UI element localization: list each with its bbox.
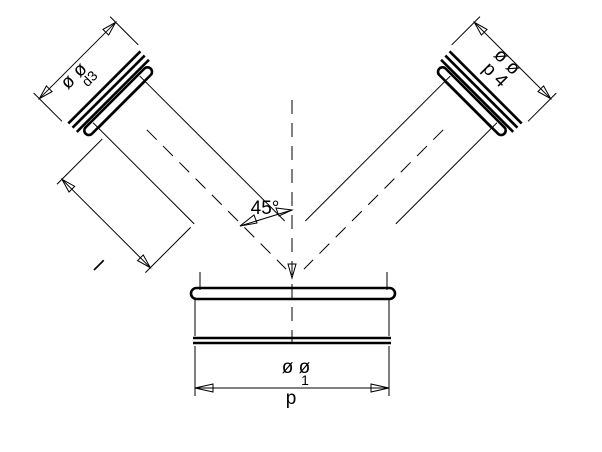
main-pipe-bead <box>189 286 397 301</box>
angle-marker <box>239 207 294 227</box>
left-branch-flange <box>67 50 154 137</box>
label-d1-phi: ø ø <box>282 357 311 378</box>
right-branch-edge-top <box>304 75 451 222</box>
label-angle: 45° <box>251 198 280 219</box>
main-pipe <box>189 286 397 345</box>
left-branch-length-dimension <box>56 138 191 273</box>
label-d1-p: p <box>286 388 297 409</box>
centerline-arrow <box>287 263 297 280</box>
left-branch-centerline <box>146 129 287 270</box>
right-branch <box>303 16 557 270</box>
right-branch-edge-bottom <box>395 122 498 225</box>
label-length: l <box>89 257 107 275</box>
left-branch-diameter-dimension <box>33 16 139 122</box>
main-diameter-dimension <box>194 346 390 396</box>
left-branch-edge-bottom <box>92 122 195 225</box>
right-branch-bead <box>436 66 507 137</box>
left-branch-bead <box>83 66 154 137</box>
right-branch-centerline <box>303 129 444 270</box>
right-branch-flange <box>436 50 523 137</box>
left-branch-edge-top <box>139 75 286 222</box>
right-branch-diameter-dimension <box>451 16 557 122</box>
left-branch <box>33 16 287 273</box>
label-d1-one: 1 <box>301 372 309 388</box>
